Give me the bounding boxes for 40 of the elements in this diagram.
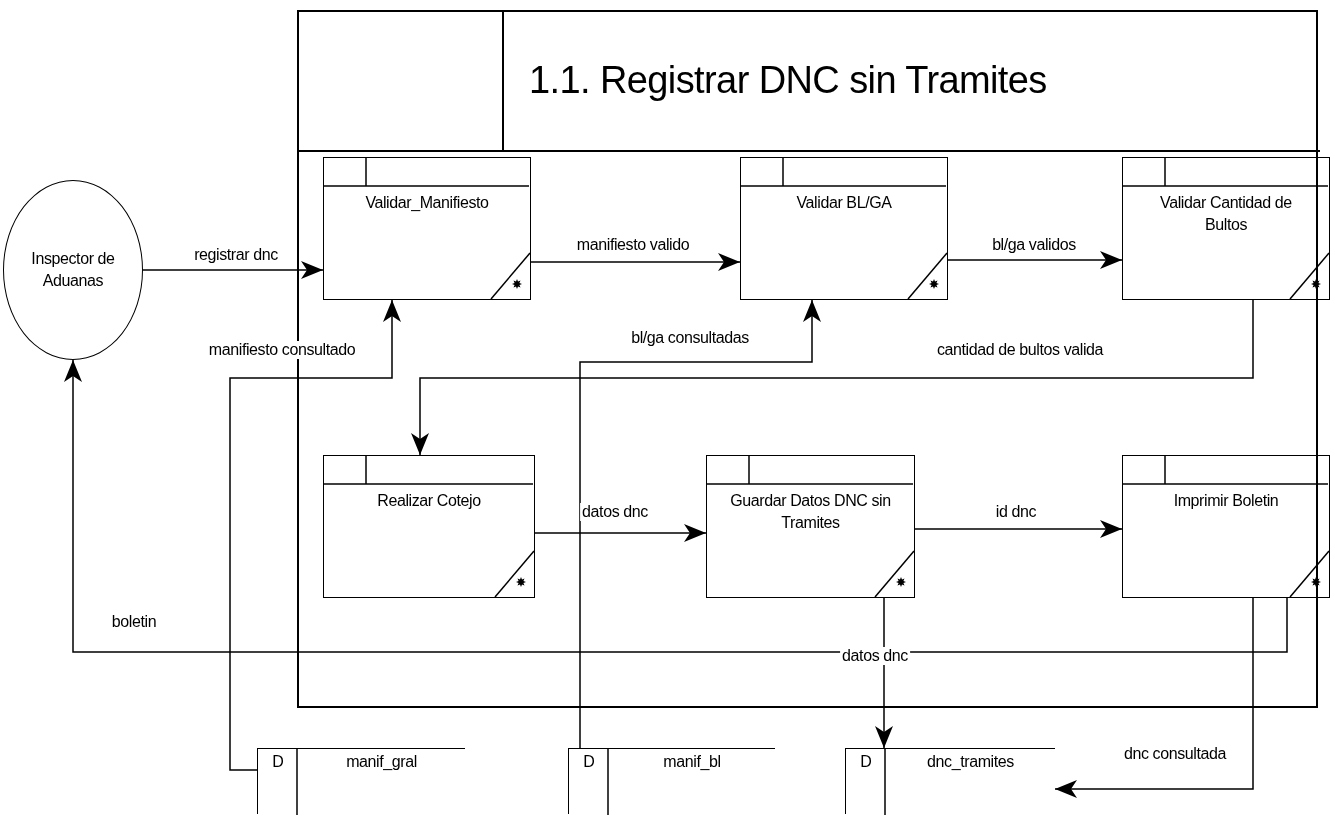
store-type-label: D [271, 753, 285, 771]
process-box [323, 455, 535, 598]
edge-label: manifiesto consultado [206, 341, 358, 359]
data-flow-arrow [142, 261, 324, 279]
process-label: Validar Cantidad de Bultos [1159, 193, 1293, 235]
data-flow-arrow [947, 251, 1123, 269]
data-flow-arrow [914, 520, 1123, 538]
store-name: manif_gral [345, 753, 418, 771]
data-flow-arrow [530, 253, 741, 271]
edge-label: datos dnc [580, 503, 650, 521]
data-store [257, 748, 465, 814]
store-type-label: D [582, 753, 596, 771]
data-flow-arrow [579, 299, 821, 749]
entity-label: Inspector de Aduanas [30, 249, 116, 291]
data-flow-arrow [534, 524, 707, 542]
data-flow-arrow [229, 299, 401, 771]
data-store [568, 748, 775, 814]
process-box [323, 157, 531, 300]
process-box [1122, 455, 1330, 598]
data-flow-arrow [64, 359, 1288, 653]
process-box [1122, 157, 1330, 300]
process-box [706, 455, 915, 598]
process-label: Realizar Cotejo [376, 491, 482, 511]
data-flow-arrow [875, 597, 893, 749]
process-label: Guardar Datos DNC sin Tramites [729, 491, 892, 533]
process-label: Validar_Manifiesto [364, 193, 490, 213]
edge-label: registrar dnc [192, 246, 280, 264]
edge-label: bl/ga consultadas [629, 329, 751, 347]
data-store [845, 748, 1055, 814]
process-label: Validar BL/GA [795, 193, 893, 213]
store-type-label: D [859, 753, 873, 771]
edge-label: datos dnc [840, 647, 910, 665]
store-name: manif_bl [662, 753, 722, 771]
frame-title: 1.1. Registrar DNC sin Tramites [529, 58, 1047, 102]
store-name: dnc_tramites [926, 753, 1015, 771]
process-box [740, 157, 948, 300]
data-flow-arrow [1054, 597, 1254, 798]
data-flow-arrow [411, 299, 1254, 456]
process-label: Imprimir Boletin [1172, 491, 1280, 511]
edge-label: bl/ga validos [990, 236, 1078, 254]
